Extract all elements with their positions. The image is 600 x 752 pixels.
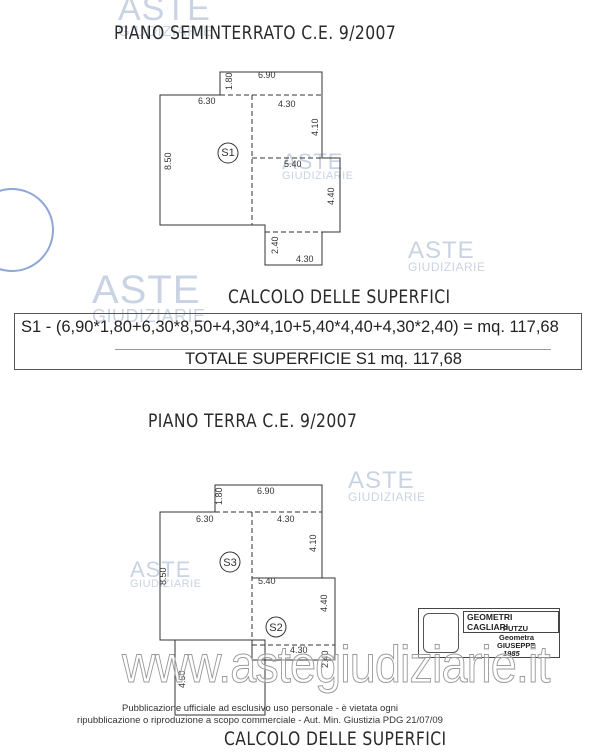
publication-notice-1: Pubblicazione ufficiale ad esclusivo uso… — [121, 703, 399, 714]
rose-emblem-icon — [423, 613, 459, 653]
dim: 2.40 — [320, 650, 330, 668]
site-watermark: www.astegiudiziarie.it — [122, 636, 551, 695]
plan2-outline — [159, 484, 336, 661]
dim: 5.40 — [258, 576, 276, 586]
dim: 4.10 — [308, 534, 318, 552]
dim: 6.90 — [257, 486, 275, 496]
dim: 4.50 — [177, 670, 187, 688]
dim: 4.10 — [310, 118, 320, 136]
dim: 6.90 — [258, 70, 276, 80]
room-s2-marker — [265, 616, 287, 638]
calc1-title: CALCOLO DELLE SUPERFICI — [228, 286, 451, 308]
dim: 4.30 — [290, 645, 308, 655]
dim: 4.30 — [278, 99, 296, 109]
publication-notice-2: ripubblicazione o riproduzione a scopo c… — [77, 715, 443, 726]
dim: 8.50 — [163, 152, 173, 170]
room-s3-marker — [219, 551, 241, 573]
dim: 4.40 — [319, 594, 329, 612]
room-s1-marker — [217, 142, 239, 164]
divider — [115, 349, 551, 350]
stamp-org: GEOMETRI CAGLIARI — [463, 611, 559, 633]
plan1-title: PIANO SEMINTERRATO C.E. 9/2007 — [114, 22, 397, 44]
room-s3-label: S3 — [223, 557, 236, 569]
calculation-box: S1 - (6,90*1,80+6,30*8,50+4,30*4,10+5,40… — [14, 313, 582, 370]
dim: 2.40 — [270, 236, 280, 254]
room-s1-label: S1 — [221, 147, 234, 159]
dim: 4.30 — [296, 254, 314, 264]
formula-s1: S1 - (6,90*1,80+6,30*8,50+4,30*4,10+5,40… — [21, 318, 559, 336]
room-s2-label: S2 — [269, 622, 282, 634]
surveyor-stamp: GEOMETRI CAGLIARI PUTZU Geometra GIUSEPP… — [418, 608, 560, 658]
calc2-title: CALCOLO DELLE SUPERFICI — [224, 728, 447, 750]
dim: 1.80 — [214, 487, 224, 505]
dim: 8.50 — [158, 567, 168, 585]
dim: 6.30 — [198, 96, 216, 106]
stamp-surname: PUTZU — [503, 624, 528, 633]
dim: 6.30 — [196, 514, 214, 524]
total-s1: TOTALE SUPERFICIE S1 mq. 117,68 — [185, 350, 462, 368]
stamp-number: 1985 — [503, 649, 520, 658]
plan2-title: PIANO TERRA C.E. 9/2007 — [148, 410, 358, 432]
dim: 4.40 — [326, 187, 336, 205]
stamp-role: Geometra — [499, 633, 535, 642]
dim: 5.40 — [284, 159, 302, 169]
plan1-outline — [159, 71, 341, 266]
stamp-name: GIUSEPPE — [497, 641, 536, 650]
dim: 4.30 — [277, 514, 295, 524]
dim: 1.80 — [224, 72, 234, 90]
